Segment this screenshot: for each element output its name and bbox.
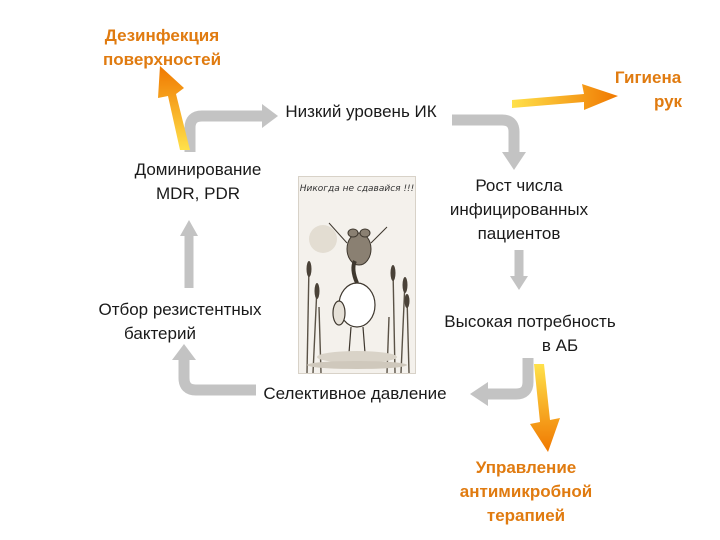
arrow-head-resistant <box>172 344 196 360</box>
arrow-ab-to-selective <box>488 358 534 400</box>
orange-arrow-antimicrobial <box>530 364 560 452</box>
arrow-mdr-to-low-ik <box>184 110 262 152</box>
label-ab-need: Высокая потребность в АБ <box>444 312 616 355</box>
arrow-head-low-ik <box>262 104 278 128</box>
orange-arrow-hand-hygiene <box>512 84 618 110</box>
arrow-head-mdr <box>180 220 198 236</box>
cartoon-drawing <box>306 222 410 373</box>
cartoon-never-give-up: Никогда не сдавайся !!! <box>298 176 416 374</box>
arrow-head-infected <box>502 152 526 170</box>
label-mdr-dominance: Доминирование MDR, PDR <box>134 160 262 203</box>
label-hand-hygiene: Гигиена рук <box>614 68 683 111</box>
label-resistant-selection: Отбор резистентных бактерий <box>98 300 262 343</box>
label-surface-disinfection: Дезинфекция поверхностей <box>102 26 222 69</box>
label-infected-growth: Рост числа инфицированных пациентов <box>449 176 589 243</box>
arrow-head-ab <box>510 276 528 290</box>
cartoon-title: Никогда не сдавайся !!! <box>299 184 415 194</box>
orange-arrow-disinfection <box>158 66 190 150</box>
label-low-ik: Низкий уровень ИК <box>285 102 437 121</box>
arrow-selective-to-resistant <box>178 360 256 396</box>
label-antimicrobial-management: Управление антимикробной терапией <box>459 458 593 525</box>
arrow-low-ik-to-infected <box>452 114 520 152</box>
label-selective-pressure: Селективное давление <box>263 384 447 403</box>
arrow-head-selective <box>470 382 488 406</box>
